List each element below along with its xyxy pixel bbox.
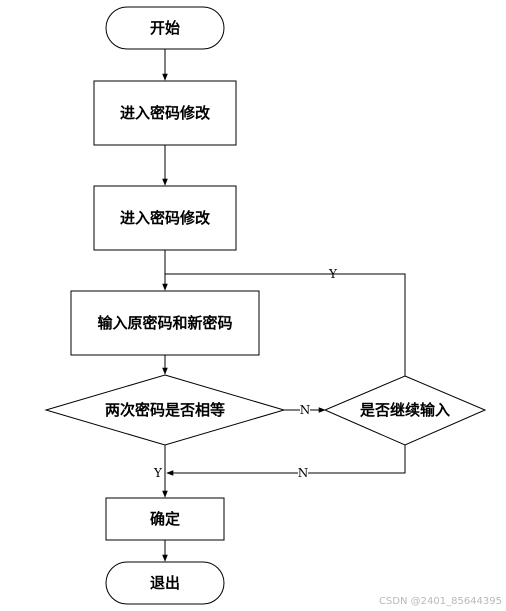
- exit-label: 退出: [150, 574, 180, 592]
- step2-label: 进入密码修改: [120, 209, 211, 227]
- edge-label-continue-yes: Y: [328, 267, 338, 281]
- exit-terminal: 退出: [105, 561, 225, 605]
- start-label: 开始: [150, 19, 180, 37]
- confirm-process: 确定: [105, 497, 225, 541]
- edge-continue-yes-loop: [165, 273, 406, 389]
- edge-continue-no: [166, 445, 406, 476]
- edge-label-continue-no: N: [298, 466, 309, 480]
- start-terminal: 开始: [105, 6, 225, 50]
- decision-continue-label: 是否继续输入: [359, 401, 450, 419]
- step1-label: 进入密码修改: [120, 104, 211, 122]
- decision-match-label: 两次密码是否相等: [105, 401, 225, 419]
- step1-process: 进入密码修改: [93, 80, 237, 146]
- decision-continue: 是否继续输入: [323, 375, 487, 446]
- watermark: CSDN @2401_85644395: [379, 596, 502, 607]
- decision-match: 两次密码是否相等: [44, 374, 286, 446]
- input-process: 输入原密码和新密码: [70, 290, 260, 356]
- input-label: 输入原密码和新密码: [97, 314, 232, 332]
- confirm-label: 确定: [150, 510, 180, 528]
- edge-label-match-no: N: [300, 403, 311, 417]
- edge-label-match-yes: Y: [153, 466, 163, 480]
- step2-process: 进入密码修改: [93, 185, 237, 251]
